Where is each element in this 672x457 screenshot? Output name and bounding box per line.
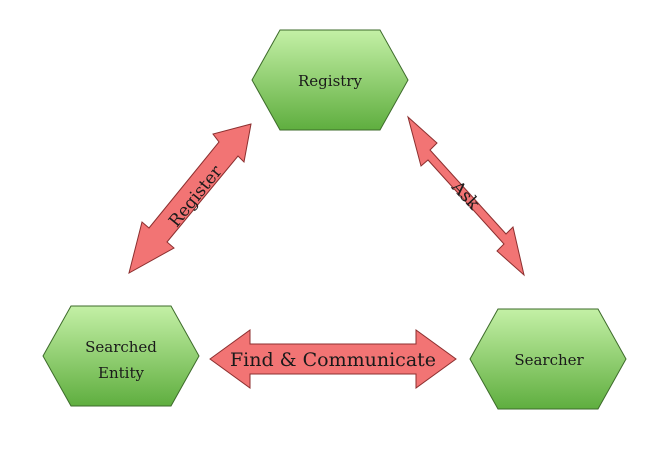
ask-arrow-shape — [407, 115, 525, 277]
find-communicate-arrow-label: Find & Communicate — [230, 349, 436, 371]
searched-entity-label-line1: Searched — [85, 338, 157, 356]
find-communicate-arrow: Find & Communicate — [209, 329, 457, 389]
registry-label: Registry — [298, 72, 362, 90]
searched-entity-hexagon — [42, 305, 200, 407]
register-arrow-shape — [128, 123, 252, 275]
searched-entity-node: Searched Entity — [42, 305, 200, 407]
searched-entity-label-line2: Entity — [98, 364, 144, 382]
ask-arrow: Ask — [407, 115, 525, 277]
find-communicate-arrow-shape — [209, 329, 457, 389]
register-arrow: Register — [128, 123, 252, 275]
registry-node: Registry — [251, 29, 409, 131]
searcher-label: Searcher — [514, 351, 584, 369]
searcher-node: Searcher — [469, 308, 627, 410]
searcher-hexagon — [469, 308, 627, 410]
registry-hexagon — [251, 29, 409, 131]
